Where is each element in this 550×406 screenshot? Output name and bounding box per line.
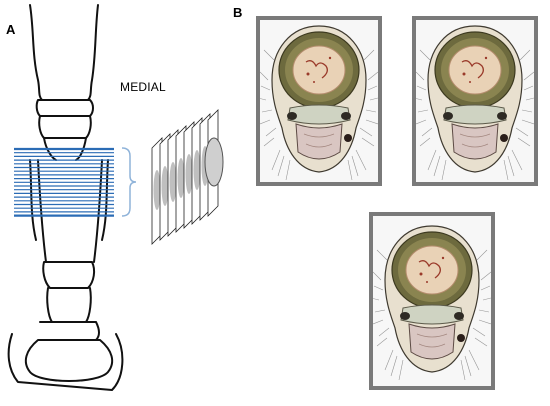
slice-lines-group	[14, 147, 114, 217]
panel-b-label: B	[233, 5, 243, 20]
slice-plane-section	[169, 162, 177, 202]
cross-section-2	[412, 16, 538, 186]
slice-plane-section	[185, 154, 193, 194]
slice-stack-icon	[151, 109, 224, 245]
slice-plane-front-section	[204, 137, 224, 187]
slice-plane-section	[153, 170, 161, 210]
panel-a-label: A	[6, 22, 16, 37]
leg-bone-outline-icon	[7, 4, 124, 391]
slice-plane-section	[193, 150, 201, 190]
cross-section-icon	[373, 225, 491, 381]
slice-plane-section	[177, 158, 185, 198]
cross-section-3	[369, 212, 495, 390]
cross-section-1	[256, 16, 382, 186]
cross-section-icon	[416, 25, 534, 181]
slice-bracket	[121, 147, 137, 217]
cross-section-icon	[260, 25, 378, 181]
panel-a-diagram	[7, 4, 224, 391]
slice-plane-section	[161, 166, 169, 206]
medial-orientation-label: MEDIAL	[120, 80, 166, 94]
